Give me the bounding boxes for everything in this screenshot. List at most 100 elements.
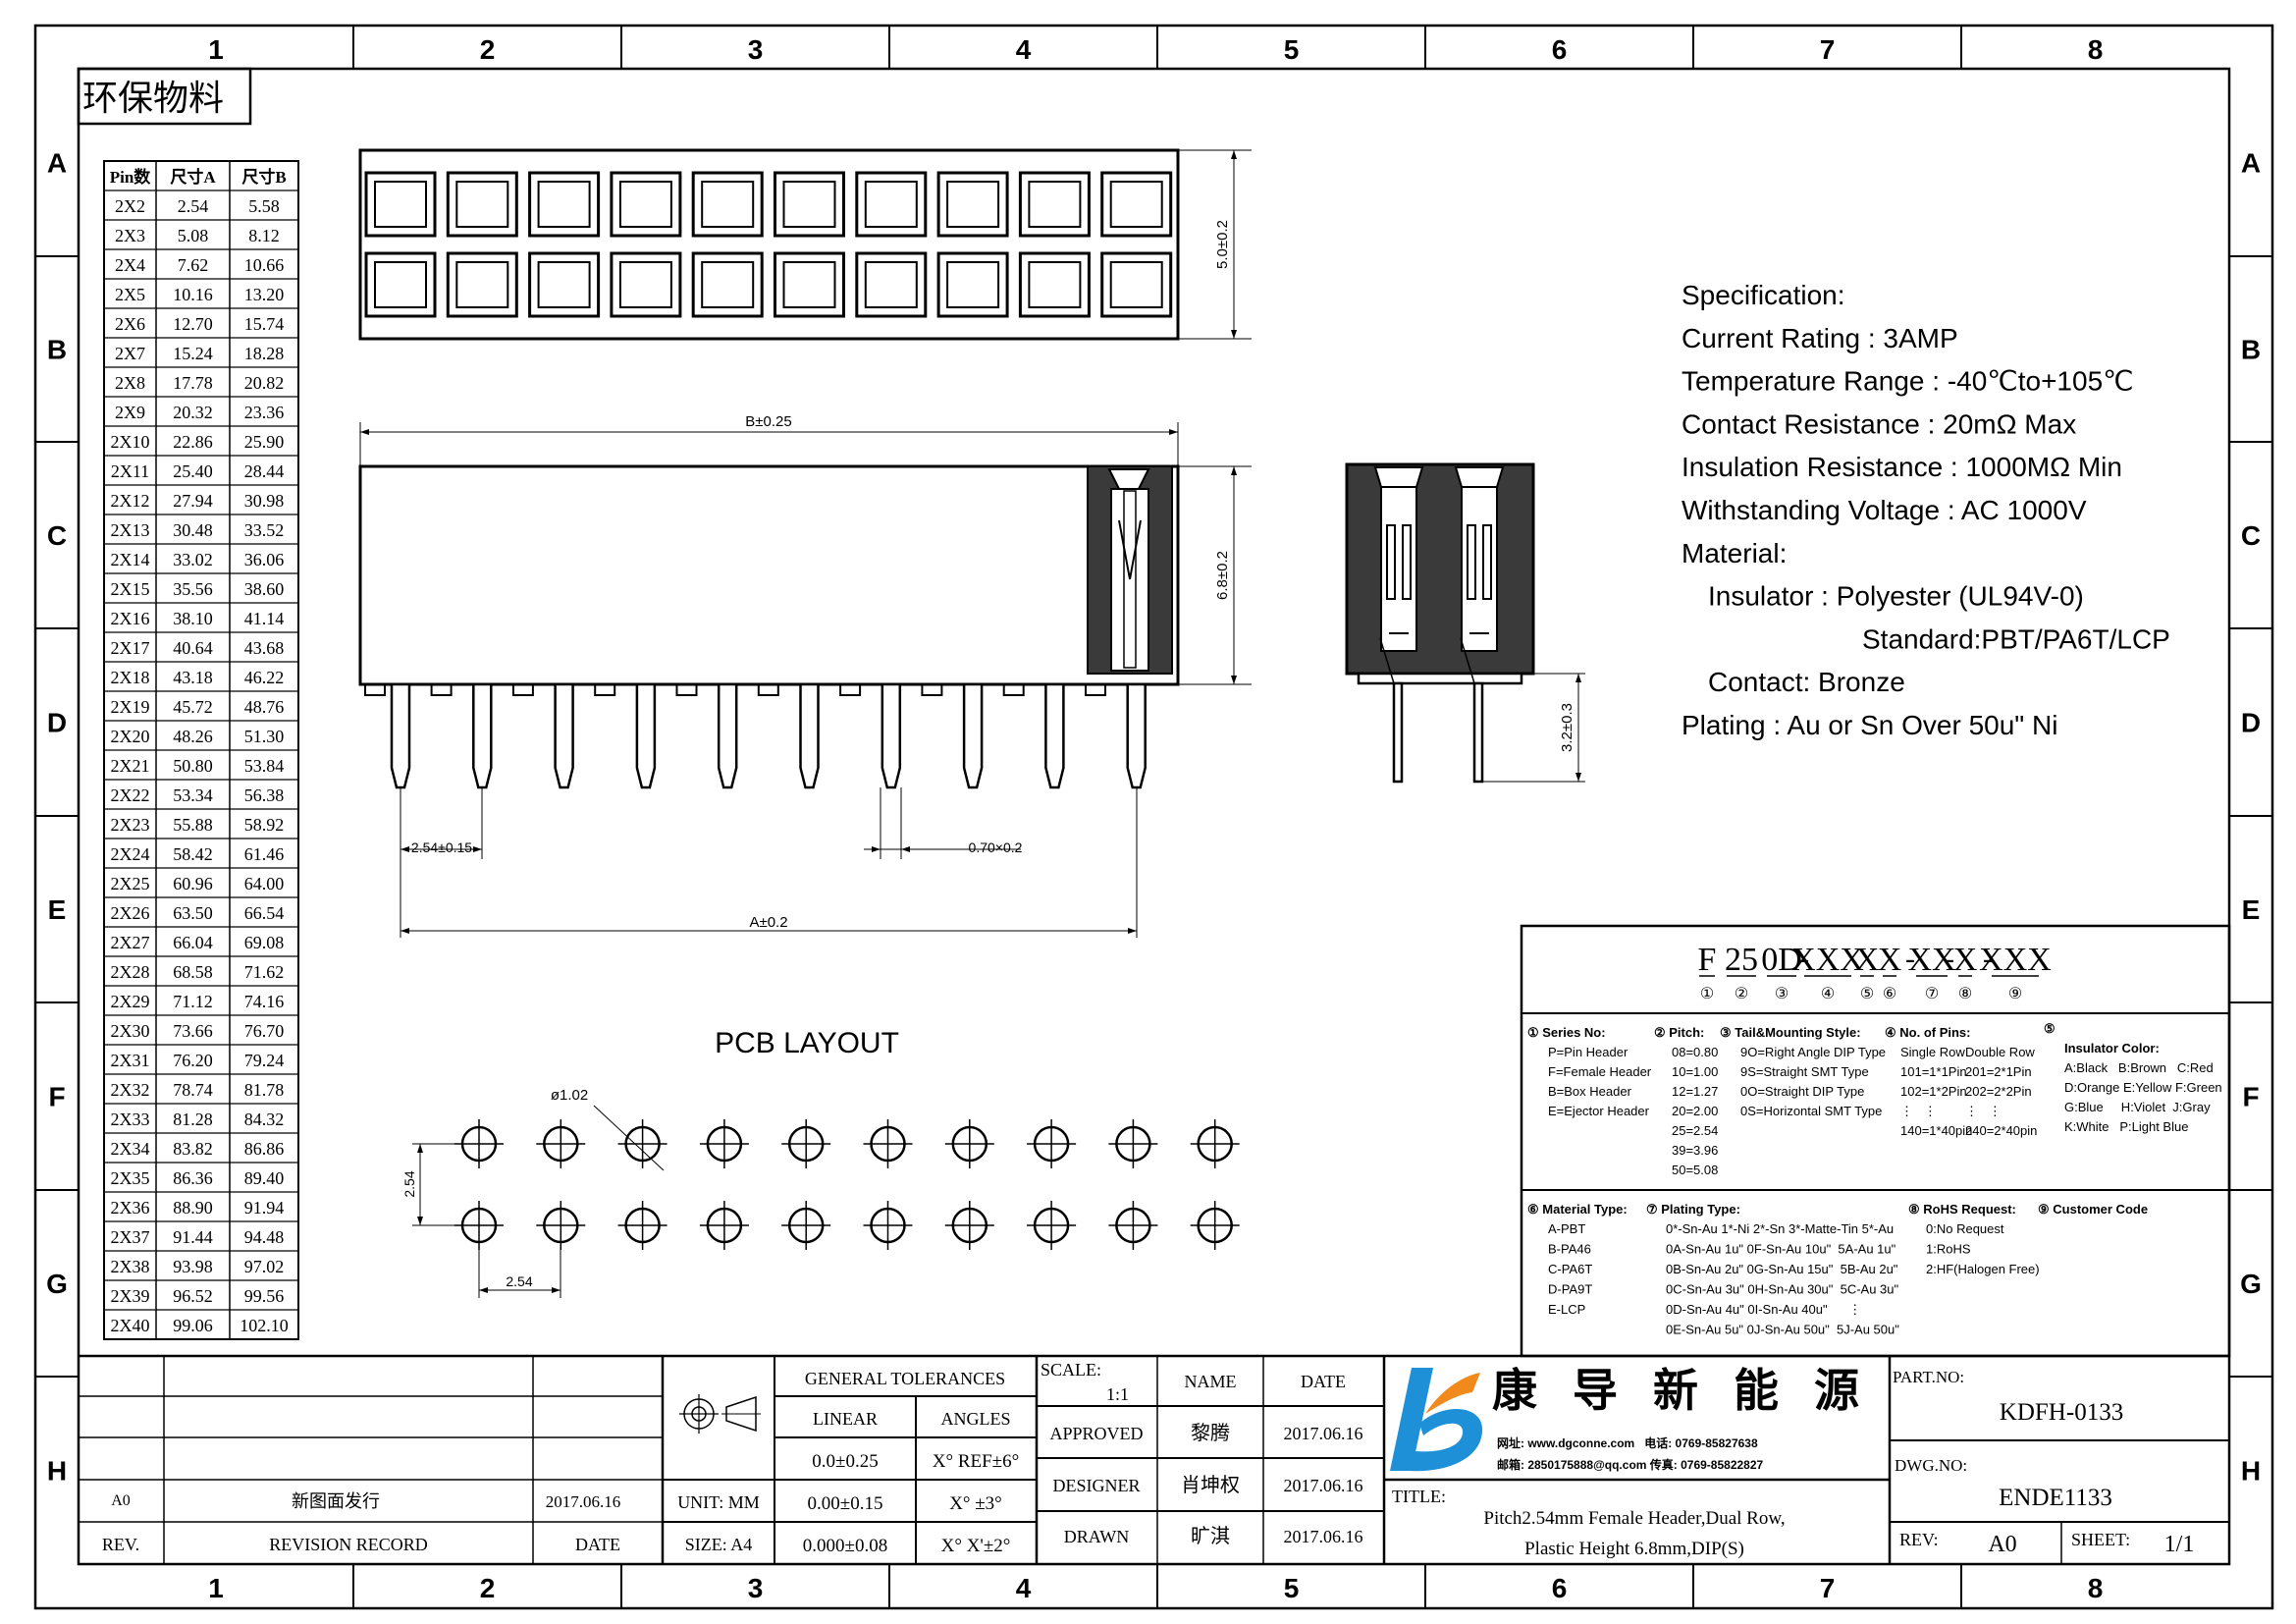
dim-a-cell: 15.24 bbox=[173, 344, 213, 363]
zone-column-label: 3 bbox=[748, 1573, 764, 1603]
code-segment-text: XXX bbox=[1979, 942, 2052, 978]
zone-row-label: H bbox=[47, 1456, 67, 1487]
legend-item: 102=1*2Pin bbox=[1900, 1084, 1967, 1099]
contact-opening-inner bbox=[782, 261, 836, 308]
pin-count-cell: 2X13 bbox=[111, 520, 150, 540]
zone-column-label: 6 bbox=[1552, 34, 1568, 65]
stamp-box bbox=[77, 67, 252, 126]
legend-item: E-LCP bbox=[1548, 1302, 1585, 1317]
dim-a-cell: 35.56 bbox=[173, 579, 213, 599]
code-segment-number: ⑧ bbox=[1958, 986, 1972, 1002]
legend-item: 0B-Sn-Au 2u" 0G-Sn-Au 15u" 5B-Au 2u" bbox=[1666, 1262, 1898, 1276]
contact-opening-inner bbox=[701, 181, 755, 228]
signoff-name: 肖坤权 bbox=[1181, 1474, 1240, 1496]
contact-opening-inner bbox=[701, 261, 755, 308]
pin-bend bbox=[1460, 637, 1475, 684]
contact-opening-inner bbox=[1028, 261, 1082, 308]
revision-value: A0 bbox=[111, 1492, 131, 1509]
dimension-text: 3.2±0.3 bbox=[1559, 703, 1575, 752]
pin bbox=[635, 682, 657, 789]
table-header: Pin数 bbox=[110, 167, 152, 187]
dim-b-cell: 25.90 bbox=[244, 432, 285, 452]
pin-count-cell: 2X14 bbox=[111, 550, 150, 569]
code-segment-text: 0D bbox=[1761, 942, 1802, 978]
legend-item: 240=2*40pin bbox=[1965, 1123, 2037, 1138]
dim-b-cell: 76.70 bbox=[244, 1021, 285, 1041]
legend-item: 0S=Horizontal SMT Type bbox=[1740, 1104, 1882, 1118]
dim-a-cell: 88.90 bbox=[173, 1198, 213, 1218]
code-segment-number: ③ bbox=[1775, 986, 1789, 1002]
dim-a-cell: 25.40 bbox=[173, 461, 213, 481]
zone-row-label: F bbox=[48, 1082, 65, 1112]
signoff-name: 旷淇 bbox=[1191, 1525, 1230, 1547]
contact-opening-inner bbox=[946, 181, 1000, 228]
dim-a-cell: 5.08 bbox=[178, 226, 209, 245]
contact-opening-inner bbox=[1109, 181, 1163, 228]
code-segment: X⑧ bbox=[1953, 942, 1978, 1002]
pin bbox=[1126, 682, 1147, 789]
zone-row-label: A bbox=[47, 148, 67, 179]
contact-body bbox=[1123, 490, 1137, 669]
dim-a-cell: 10.16 bbox=[173, 285, 213, 304]
dimension-text: 2.54 bbox=[401, 1170, 417, 1197]
zone-column-label: 8 bbox=[2088, 34, 2104, 65]
arrowhead bbox=[1169, 429, 1178, 435]
dimension-text: 2.54±0.15 bbox=[411, 839, 472, 855]
dim-b-cell: 36.06 bbox=[244, 550, 285, 569]
pin-count-cell: 2X3 bbox=[115, 226, 145, 245]
legend-item: Single Row bbox=[1900, 1045, 1965, 1059]
dwg-no-label: DWG.NO: bbox=[1895, 1456, 1967, 1475]
sheet-value: 1/1 bbox=[2164, 1532, 2195, 1557]
company-contact: 邮箱: 2850175888@qq.com 传真: 0769-85822827 bbox=[1497, 1457, 1764, 1472]
pin-count-cell: 2X35 bbox=[111, 1168, 150, 1188]
legend-item: 0*-Sn-Au 1*-Ni 2*-Sn 3*-Matte-Tin 5*-Au bbox=[1666, 1221, 1894, 1236]
pin bbox=[1392, 681, 1404, 784]
sheet-label: SHEET: bbox=[2071, 1530, 2130, 1549]
contact-opening-inner bbox=[618, 261, 672, 308]
legend-item: F=Female Header bbox=[1548, 1064, 1652, 1079]
angle-tolerance: X° ±3° bbox=[949, 1493, 1002, 1514]
code-segment-text: F bbox=[1698, 942, 1717, 978]
contact-opening-inner bbox=[946, 261, 1000, 308]
arrowhead bbox=[400, 928, 409, 934]
pin-count-cell: 2X33 bbox=[111, 1110, 150, 1129]
dim-a-cell: 81.28 bbox=[173, 1110, 213, 1129]
pin-count-cell: 2X37 bbox=[111, 1227, 150, 1247]
arrowhead bbox=[1231, 676, 1237, 684]
legend-item: B=Box Header bbox=[1548, 1084, 1632, 1099]
contact-opening-inner bbox=[374, 261, 427, 308]
drawing-title: Pitch2.54mm Female Header,Dual Row, bbox=[1483, 1508, 1785, 1529]
dim-b-cell: 99.56 bbox=[244, 1286, 285, 1306]
legend-material: ⑥ Material Type:A-PBTB-PA46C-PA6TD-PA9TE… bbox=[1527, 1202, 1628, 1317]
dim-b-cell: 10.66 bbox=[244, 255, 285, 275]
pin-count-cell: 2X39 bbox=[111, 1286, 150, 1306]
legend-rohs: ⑧ RoHS Request:0:No Request1:RoHS2:HF(Ha… bbox=[1908, 1202, 2040, 1276]
dim-a-cell: 12.70 bbox=[173, 314, 213, 334]
signoff-role: APPROVED bbox=[1049, 1424, 1143, 1443]
standoff-bump bbox=[921, 683, 943, 696]
contact-opening-inner bbox=[1109, 261, 1163, 308]
zone-column-label: 7 bbox=[1820, 34, 1836, 65]
dim-b-cell: 46.22 bbox=[244, 668, 285, 687]
code-segment: XX⑦ bbox=[1907, 942, 1955, 1002]
pin-count-cell: 2X31 bbox=[111, 1051, 150, 1070]
eco-material-stamp: 环保物料 bbox=[77, 67, 252, 126]
spec-line: Insulation Resistance : 1000MΩ Min bbox=[1682, 452, 2122, 482]
contact-opening bbox=[691, 251, 764, 318]
table-header: 尺寸B bbox=[241, 167, 286, 187]
pin bbox=[881, 682, 902, 789]
legend-title: ① Series No: bbox=[1527, 1025, 1606, 1040]
